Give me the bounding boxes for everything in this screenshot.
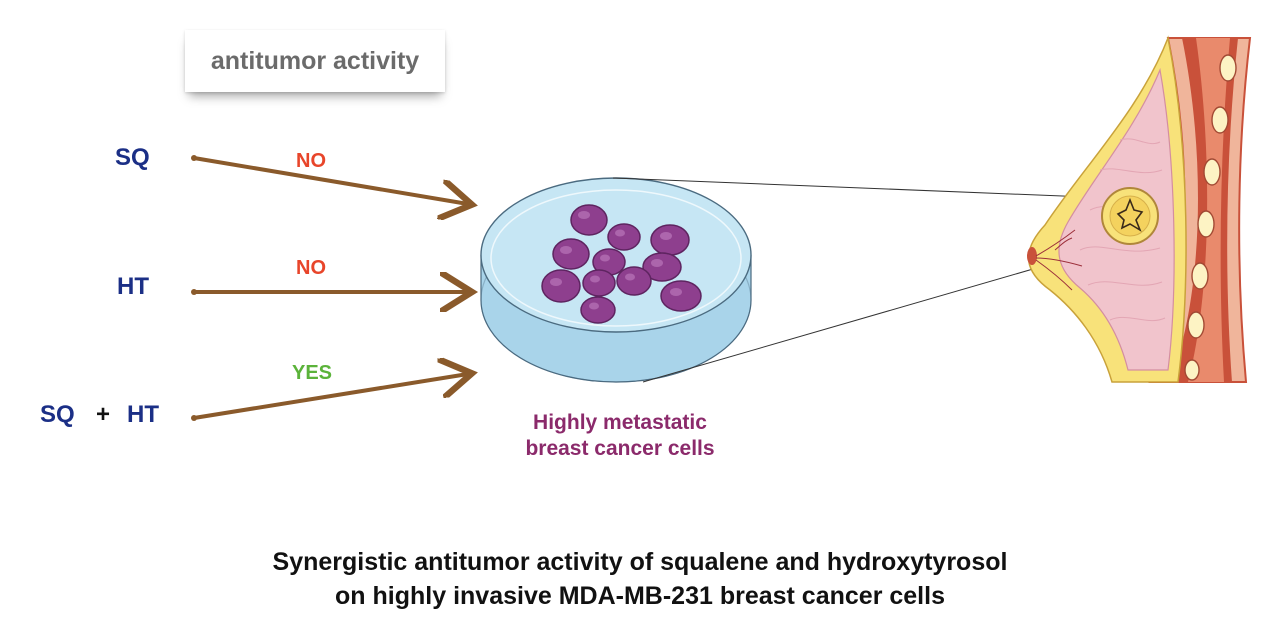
arrow-sq [191,155,468,204]
cancer-cell-icon [607,223,641,251]
caption-line-1: Synergistic antitumor activity of squale… [272,548,1008,576]
agent-label-sq: SQ [115,144,150,171]
cancer-cell-icon [660,280,702,312]
agent-label-ht: HT [117,273,149,300]
cancer-cells [541,204,702,324]
antitumor-activity-header: antitumor activity [185,30,445,92]
breast-anatomy-icon [1027,35,1252,383]
petri-dish-icon [480,177,752,383]
cancer-cell-icon [616,266,652,296]
result-sq-ht: YES [292,362,333,384]
cancer-cell-icon [570,204,608,236]
arrow-sq-ht [191,374,468,421]
cells-label: Highly metastatic breast cancer cells [470,410,770,462]
cancer-cell-icon [552,238,590,270]
cancer-cell-icon [580,296,616,324]
arrow-ht [191,289,468,295]
cancer-cell-icon [650,224,690,256]
cancer-cell-icon [642,252,682,282]
result-ht: NO [296,257,326,279]
agent-label-sq-combo: SQ [40,401,75,428]
cancer-cell-icon [582,269,616,297]
result-sq: NO [296,150,326,172]
cells-label-line-1: Highly metastatic [533,411,707,434]
agent-label-plus: + [96,401,111,428]
tumor-icon [1101,187,1159,245]
header-title: antitumor activity [210,46,420,75]
cells-label-line-2: breast cancer cells [525,437,715,460]
cancer-cell-icon [541,269,581,303]
figure-caption: Synergistic antitumor activity of squale… [0,545,1280,613]
agent-label-ht-combo: HT [127,401,159,428]
caption-line-2: on highly invasive MDA-MB-231 breast can… [335,582,945,610]
